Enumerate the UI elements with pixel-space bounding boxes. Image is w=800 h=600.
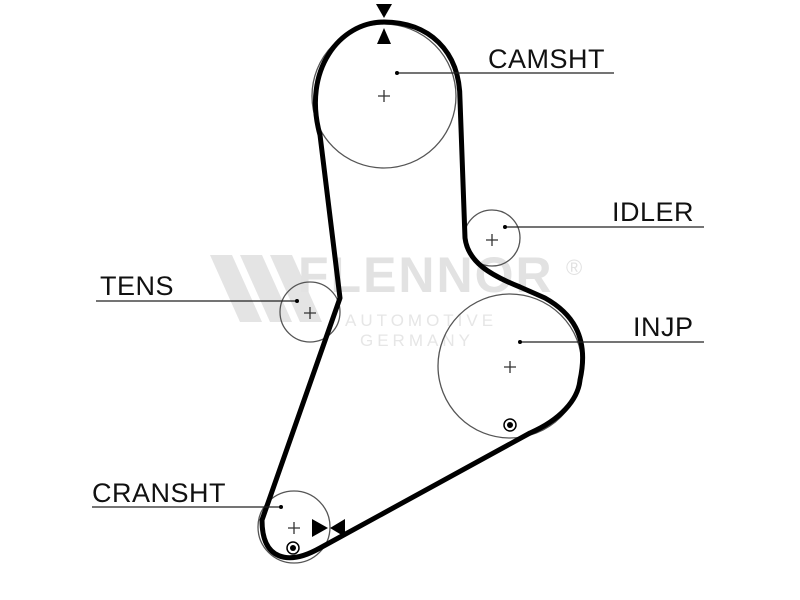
injection-pump-centre-mark [504, 361, 516, 373]
camshaft-timing-mark [376, 4, 392, 44]
crankshaft-leader-dot [279, 505, 283, 509]
idler-leader-dot [503, 225, 507, 229]
camshaft-leader-dot [395, 71, 399, 75]
injection-pump-leader-dot [518, 340, 522, 344]
crankshaft-timing-dot [286, 541, 300, 555]
tensioner-label: TENS [100, 271, 174, 301]
tensioner-centre-mark [304, 307, 316, 319]
camshaft-label: CAMSHT [488, 44, 605, 74]
idler-centre-mark [486, 234, 498, 246]
watermark-logo-mark [210, 255, 322, 322]
injection-pump-timing-dot [503, 418, 517, 432]
idler-label: IDLER [612, 197, 694, 227]
crankshaft-timing-mark [312, 519, 345, 537]
watermark-line2: GERMANY [360, 331, 474, 350]
watermark: FLENNOR ® AUTOMOTIVE GERMANY [210, 247, 582, 350]
timing-belt [259, 19, 586, 561]
watermark-line1: AUTOMOTIVE [345, 311, 497, 330]
crankshaft-centre-mark [288, 522, 300, 534]
injection-pump-label: INJP [633, 312, 694, 342]
crankshaft-pulley [257, 490, 331, 564]
camshaft-centre-mark [378, 90, 390, 102]
tensioner-pulley [279, 281, 341, 343]
pulley-centres [288, 90, 516, 534]
watermark-registered-mark: ® [566, 255, 582, 280]
crankshaft-label: CRANSHT [92, 478, 226, 508]
tensioner-leader-dot [295, 299, 299, 303]
